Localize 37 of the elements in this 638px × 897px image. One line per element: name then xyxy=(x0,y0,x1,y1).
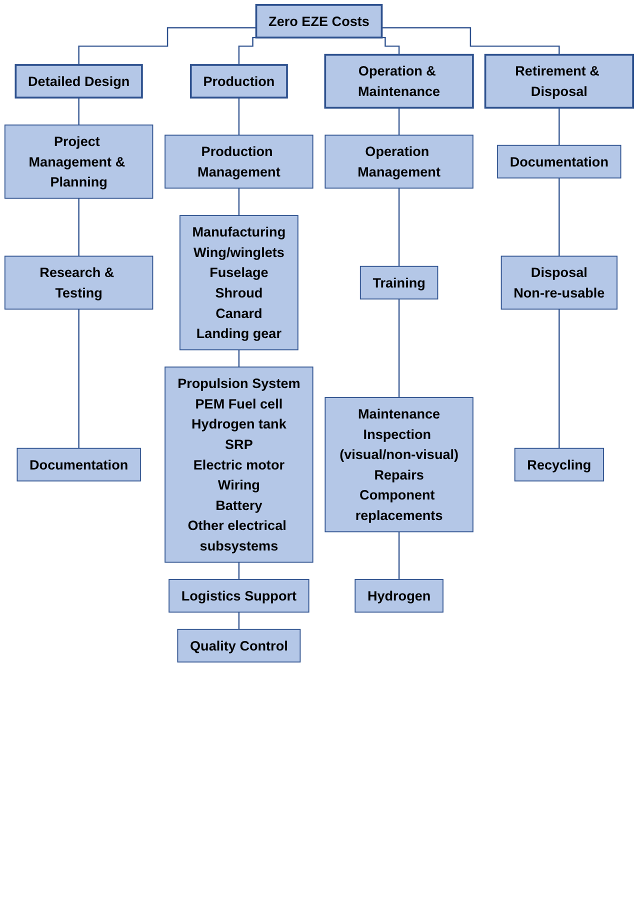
node-box: Training xyxy=(360,266,438,300)
node-box: Retirement & Disposal xyxy=(484,54,634,109)
node-box: Logistics Support xyxy=(168,579,310,613)
node-box: Disposal Non-re-usable xyxy=(500,256,618,310)
connector xyxy=(398,298,400,398)
connector xyxy=(238,612,240,630)
connector xyxy=(398,531,400,580)
node-box: Zero EZE Costs xyxy=(255,4,383,38)
connector xyxy=(238,188,240,216)
connector xyxy=(398,188,400,267)
node-box: Operation & Maintenance xyxy=(324,54,474,109)
node-box: Research & Testing xyxy=(4,256,154,310)
connector xyxy=(382,27,560,56)
connector xyxy=(238,97,240,136)
node-box: Operation Management xyxy=(324,134,474,189)
node-box: Maintenance Inspection (visual/non-visual) Repairs Component replacements xyxy=(324,397,474,532)
node-box: Documentation xyxy=(497,144,622,178)
node-box: Propulsion System PEM Fuel cell Hydrogen tank SRP Electric motor Wiring Battery Other electrical subsystems xyxy=(164,366,314,563)
node-box: Detailed Design xyxy=(14,64,143,99)
node-box: Manufacturing Wing/winglets Fuselage Shroud Canard Landing gear xyxy=(180,215,298,350)
node-box: Production Management xyxy=(164,134,314,189)
connector xyxy=(398,107,400,136)
connector xyxy=(78,198,80,257)
node-box: Recycling xyxy=(514,448,604,482)
connector xyxy=(78,97,80,126)
connector xyxy=(558,107,560,146)
connector xyxy=(78,27,256,66)
node-box: Documentation xyxy=(16,448,141,482)
connector xyxy=(78,308,80,449)
node-box: Quality Control xyxy=(177,628,301,662)
connector xyxy=(558,308,560,449)
node-box: Production xyxy=(190,64,288,99)
node-box: Project Management & Planning xyxy=(4,124,154,199)
connector xyxy=(238,562,240,580)
connector xyxy=(238,349,240,368)
node-box: Hydrogen xyxy=(354,579,444,613)
connector xyxy=(558,177,560,257)
